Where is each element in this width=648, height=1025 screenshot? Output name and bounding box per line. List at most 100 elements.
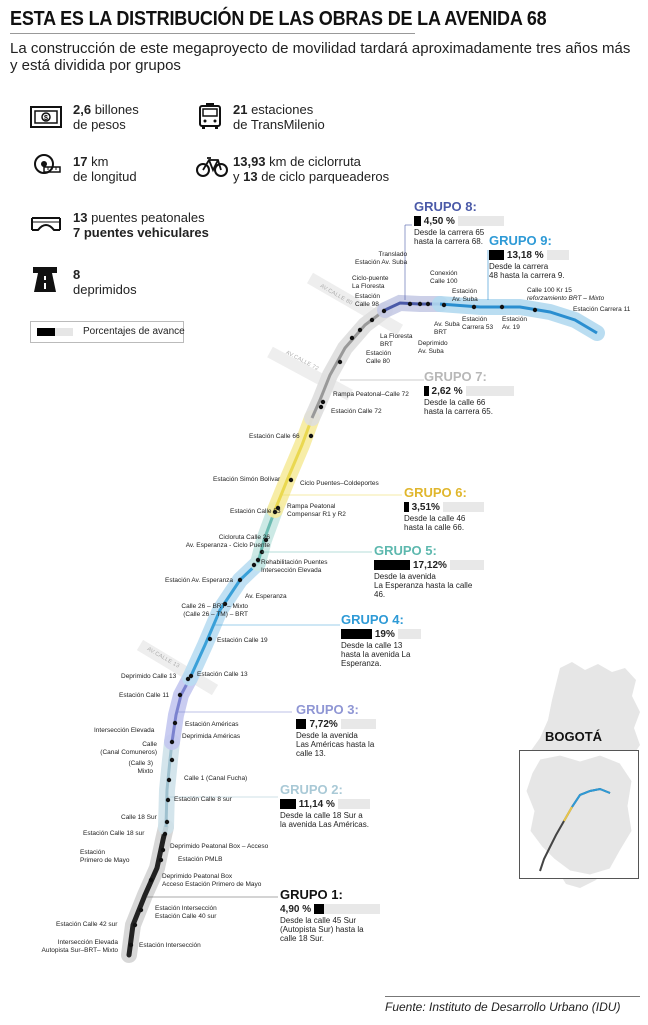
group-title: GRUPO 1:	[280, 887, 343, 902]
stat-bridges-unit2: puentes vehiculares	[80, 225, 209, 240]
label-ciclo-puente-line1: Ciclo-puente	[352, 275, 389, 282]
stat-cost-unit2: de pesos	[73, 117, 126, 132]
progress-fill	[489, 250, 504, 260]
group-2-label: GRUPO 2: 11,14 % Desde la calle 18 Sur a…	[280, 783, 370, 829]
source-divider	[385, 996, 640, 997]
label-canal-line2: (Canal Comuneros)	[100, 748, 157, 756]
label-estacion-americas: Estación Américas	[185, 721, 239, 728]
station-dots	[128, 301, 538, 948]
label-estacion-calle-72: Estación Calle 72	[331, 408, 382, 415]
label-primero-mayo-line1: Estación	[80, 849, 105, 856]
label-calle-3-line2: Mixto	[137, 767, 153, 775]
segment-group-3-line	[170, 677, 192, 743]
group-progress: 13,18 %	[489, 249, 569, 261]
stat-bridges-value: 13	[73, 210, 88, 225]
label-estacion-calle-19: Estación Calle 19	[217, 637, 268, 644]
road-calle-13	[136, 639, 219, 696]
label-calle-18-sur: Calle 18 Sur	[121, 814, 157, 821]
group-progress: 4,50 %	[414, 215, 504, 227]
group-progress: 11,14 %	[280, 798, 370, 810]
progress-fill	[341, 629, 372, 639]
label-autopista-line1: Intersección Elevada	[57, 939, 118, 946]
label-deprimido-box-acceso: Deprimido Peatonal Box – Acceso	[170, 843, 269, 850]
label-deprimido-av-suba-line2: Av. Suba	[418, 347, 444, 355]
stat-length-value: 17	[73, 154, 88, 169]
label-calle-26-line1: Calle 26 – BRT – Mixto	[181, 603, 248, 610]
bicycle-icon	[196, 157, 228, 177]
progress-label: 17,12%	[413, 559, 447, 571]
group-desc-2: hasta la carrera 65.	[424, 407, 493, 416]
label-deprimida-americas: Deprimida Américas	[182, 733, 241, 740]
group-progress: 17,12%	[374, 559, 484, 571]
group-desc-1: Desde la calle 18 Sur a	[280, 811, 363, 820]
group-3-label: GRUPO 3: 7,72% Desde la avenida Las Amér…	[296, 703, 376, 758]
group-desc-2: La Esperanza hasta la calle 46.	[374, 581, 473, 599]
label-av-suba-brt-line1: Av. Suba	[434, 321, 460, 328]
label-interseccion-elevada: Intersección Elevada	[94, 727, 155, 734]
label-canal-fucha: Calle 1 (Canal Fucha)	[184, 775, 248, 782]
stat-stations-value: 21	[233, 102, 248, 117]
label-rampa-compensar-line2: Compensar R1 y R2	[287, 510, 346, 518]
label-estacion-av19-line1: Estación	[502, 316, 527, 323]
label-deprimido-calle-13: Deprimido Calle 13	[121, 673, 177, 680]
label-estacion-av19-line2: Av. 19	[502, 323, 520, 331]
label-estacion-calle-66: Estación Calle 66	[249, 433, 300, 440]
inset-label: BOGOTÁ	[545, 729, 603, 744]
label-canal-comuneros: Calle(Canal Comuneros)	[95, 741, 157, 756]
label-carrera-53-line2: Carrera 53	[462, 323, 494, 331]
stat-length: 17 km de longitud	[73, 154, 137, 184]
group-desc-2: 48 hasta la carrera 9.	[489, 271, 565, 280]
progress-rest	[449, 560, 484, 570]
progress-label: 4,50 %	[423, 215, 455, 227]
group-title: GRUPO 2:	[280, 782, 343, 797]
label-conexion-line1: Conexión	[430, 270, 458, 277]
stat-cost-unit: billones	[91, 102, 139, 117]
label-la-floresta-line1: La Floresta	[380, 333, 413, 340]
label-estacion-calle-53: Estación Calle 53	[230, 508, 281, 515]
label-estacion-calle-11: Estación Calle 11	[119, 692, 170, 699]
stat-deprimidos-unit: deprimidos	[73, 282, 137, 297]
progress-label: 2,62 %	[431, 385, 463, 397]
label-calle-3-mixto: (Calle 3)Mixto	[115, 760, 153, 775]
inset-route-mid	[563, 806, 573, 822]
road-calle-80	[306, 272, 404, 336]
label-calle-3-line1: (Calle 3)	[128, 760, 153, 767]
label-estacion-calle-42-sur: Estación Calle 42 sur	[56, 921, 118, 928]
stat-bike-unit2: de ciclo parqueaderos	[257, 169, 390, 184]
label-la-floresta-line2: BRT	[380, 340, 393, 348]
progress-fill	[374, 560, 410, 570]
page-title: ESTA ES LA DISTRIBUCIÓN DE LAS OBRAS DE …	[10, 8, 547, 30]
progress-rest	[340, 719, 376, 729]
legend: Porcentajes de avance	[30, 321, 185, 343]
label-primero-mayo-line2: Primero de Mayo	[80, 856, 130, 864]
progress-fill	[296, 719, 307, 729]
group-desc-2: hasta la calle 66.	[404, 523, 465, 532]
label-carrera-53-line1: Estación	[462, 316, 487, 323]
label-estacion-av-suba-line2: Av. Suba	[452, 295, 478, 303]
group-progress: 3,51%	[404, 501, 484, 513]
group-desc-1: Desde la carrera	[489, 262, 549, 271]
label-av-suba-brt-line2: BRT	[434, 328, 447, 336]
stat-cost: 2,6 billones de pesos	[73, 102, 139, 132]
label-estacion-interseccion-sur: Estación Intersección	[139, 942, 201, 949]
label-cicloruta-line2: Av. Esperanza - Ciclo Puente	[185, 541, 270, 549]
group-4-label: GRUPO 4: 19% Desde la calle 13 hasta la …	[341, 613, 421, 668]
page-subtitle: La construcción de este megaproyecto de …	[10, 40, 631, 74]
label-cicloruta-line1: Cicloruta Calle 26	[218, 534, 270, 541]
stat-cost-value: 2,6	[73, 102, 92, 117]
label-estacion-av-suba-line1: Estación	[452, 288, 477, 295]
inset-map-drawing	[525, 754, 633, 876]
label-simon-bolivar: Estación Simón Bolívar	[213, 476, 281, 483]
group-desc-2: la avenida Las Américas.	[280, 820, 369, 829]
group-9-label: GRUPO 9: 13,18 % Desde la carrera 48 has…	[489, 234, 569, 280]
